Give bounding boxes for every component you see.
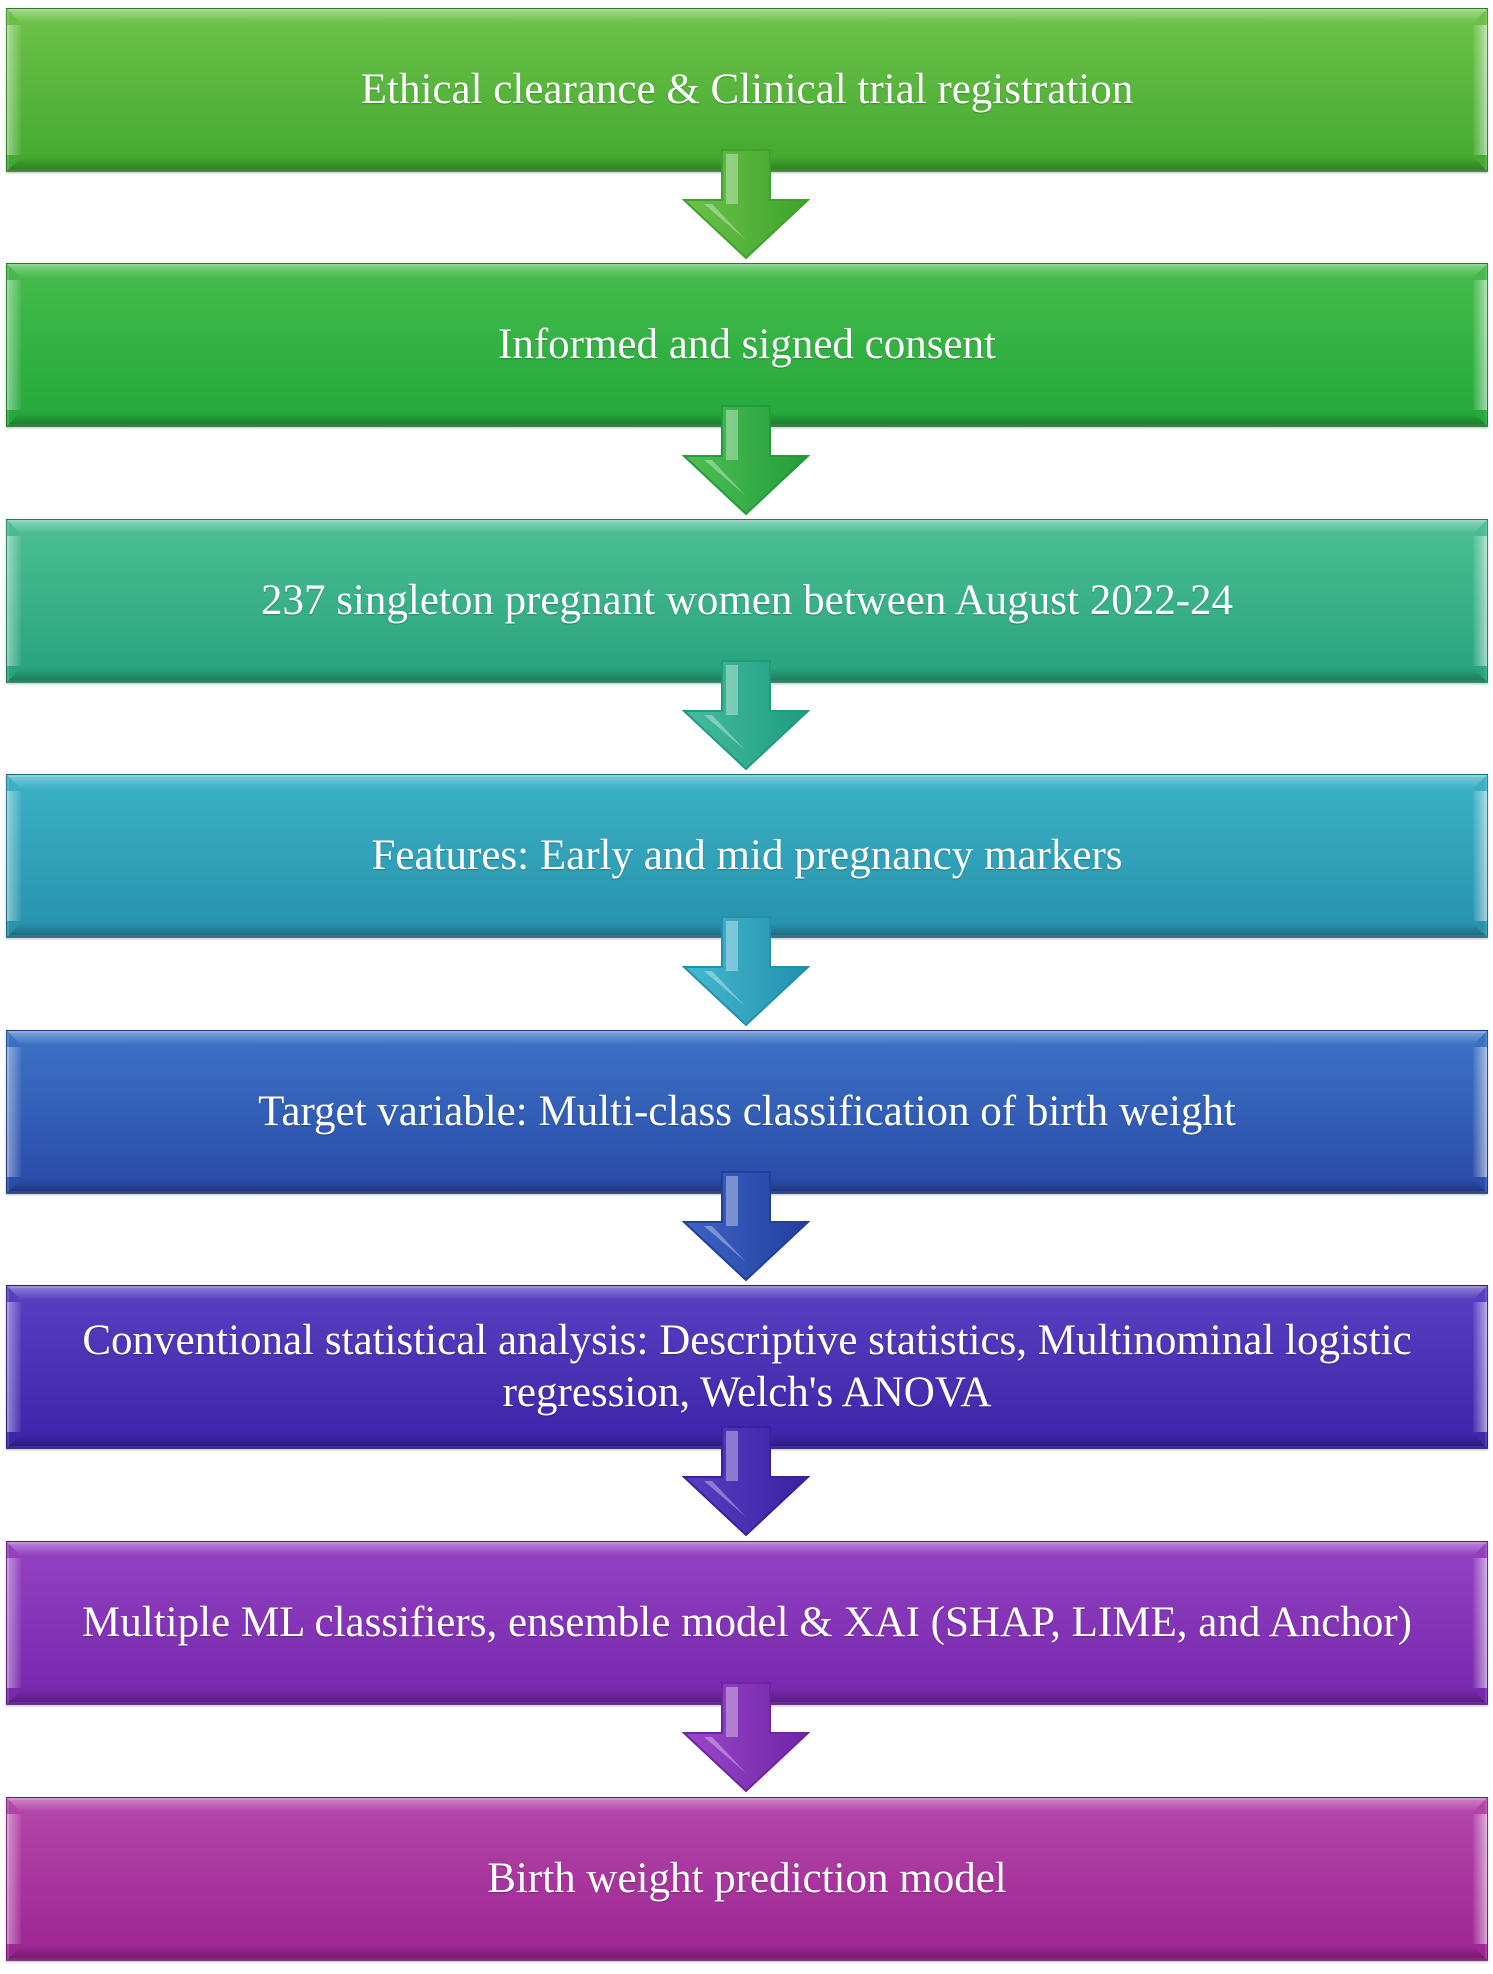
flow-step-label: Informed and signed consent: [498, 321, 996, 368]
flow-step-label: Target variable: Multi-class classificat…: [258, 1088, 1236, 1135]
flow-step-label: Conventional statistical analysis: Descr…: [82, 1317, 1412, 1416]
down-arrow-highlight: [704, 921, 746, 1007]
down-arrow-highlight: [704, 154, 746, 240]
down-arrow-shape: [682, 405, 810, 516]
down-arrow-highlight: [704, 1176, 746, 1262]
flow-step-2: Informed and signed consent: [6, 263, 1488, 427]
flow-step-4: Features: Early and mid pregnancy marker…: [6, 774, 1488, 938]
down-arrow-highlight: [704, 1431, 746, 1517]
down-arrow-shape: [682, 660, 810, 771]
down-arrow-icon: [682, 149, 810, 260]
down-arrow-icon: [682, 660, 810, 771]
down-arrow-shape: [682, 149, 810, 260]
flow-step-label: Features: Early and mid pregnancy marker…: [371, 832, 1123, 879]
down-arrow-shape: [682, 1426, 810, 1537]
down-arrow-highlight: [704, 665, 746, 751]
flow-step-label: Multiple ML classifiers, ensemble model …: [82, 1599, 1412, 1646]
flow-step-label: Birth weight prediction model: [487, 1855, 1007, 1902]
down-arrow-shape: [682, 1682, 810, 1793]
down-arrow-icon: [682, 1682, 810, 1793]
down-arrow-icon: [682, 1426, 810, 1537]
down-arrow-highlight: [704, 410, 746, 496]
down-arrow-shape: [682, 916, 810, 1027]
down-arrow-icon: [682, 405, 810, 516]
down-arrow-shape: [682, 1171, 810, 1282]
down-arrow-icon: [682, 1171, 810, 1282]
down-arrow-icon: [682, 916, 810, 1027]
down-arrow-highlight: [704, 1687, 746, 1773]
flow-step-label: Ethical clearance & Clinical trial regis…: [360, 66, 1134, 113]
flow-step-8: Birth weight prediction model: [6, 1797, 1488, 1961]
flow-step-label: 237 singleton pregnant women between Aug…: [260, 577, 1234, 624]
